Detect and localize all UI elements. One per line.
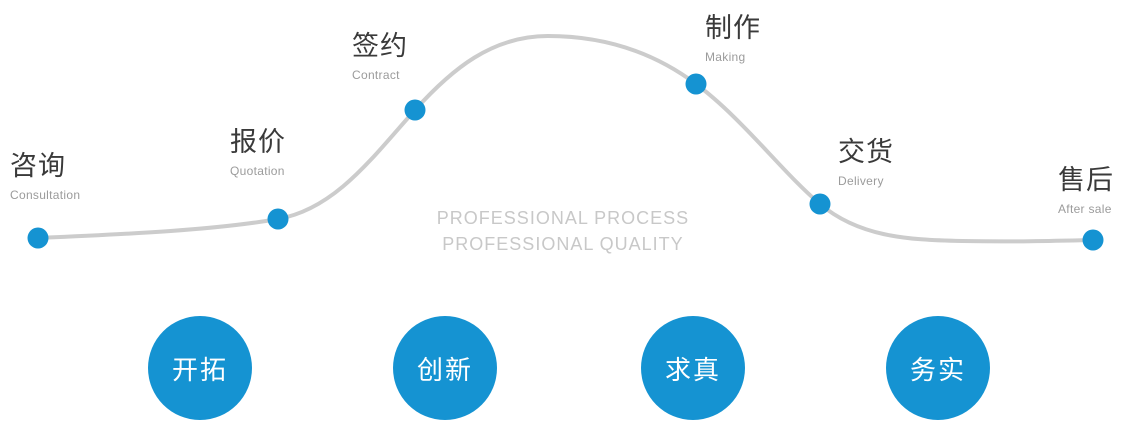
value-circle-pragmatic: 务实	[886, 316, 990, 420]
stage-delivery: 交货 Delivery	[838, 137, 894, 188]
stage-name-zh: 咨询	[10, 151, 66, 181]
stage-consultation: 咨询 Consultation	[10, 151, 81, 202]
stage-name-en: Quotation	[230, 163, 285, 178]
stage-contract: 签约 Contract	[352, 31, 408, 82]
watermark-line1: PROFESSIONAL PROCESS	[436, 208, 690, 228]
watermark-text: PROFESSIONAL PROCESS PROFESSIONAL QUALIT…	[348, 205, 778, 257]
stage-name-zh: 售后	[1058, 165, 1114, 195]
value-circle-pioneer: 开拓	[148, 316, 252, 420]
stage-name-zh: 报价	[230, 127, 286, 157]
stage-name-zh: 交货	[838, 137, 894, 167]
stage-name-zh: 制作	[705, 13, 761, 43]
stage-name-en: Contract	[352, 67, 400, 82]
stage-name-en: Making	[705, 49, 746, 64]
value-label: 创新	[416, 354, 473, 385]
stage-making: 制作 Making	[705, 13, 761, 64]
stage-name-zh: 签约	[352, 31, 408, 61]
watermark-line2: PROFESSIONAL QUALITY	[442, 234, 684, 254]
value-circle-innovation: 创新	[393, 316, 497, 420]
stage-dot-contract	[404, 99, 426, 121]
stage-name-en: Delivery	[838, 173, 884, 188]
stage-dot-making	[685, 73, 707, 95]
stage-dot-quotation	[267, 208, 289, 230]
value-label: 开拓	[171, 354, 228, 385]
stage-name-en: Consultation	[10, 187, 81, 202]
value-label: 务实	[909, 354, 966, 385]
stage-dot-consultation	[27, 227, 49, 249]
stage-dot-delivery	[809, 193, 831, 215]
value-label: 求真	[664, 354, 721, 385]
stage-name-en: After sale	[1058, 201, 1112, 216]
value-circle-truth: 求真	[641, 316, 745, 420]
stage-after-sale: 售后 After sale	[1058, 165, 1114, 216]
stage-quotation: 报价 Quotation	[230, 127, 286, 178]
stage-dot-after-sale	[1082, 229, 1104, 251]
